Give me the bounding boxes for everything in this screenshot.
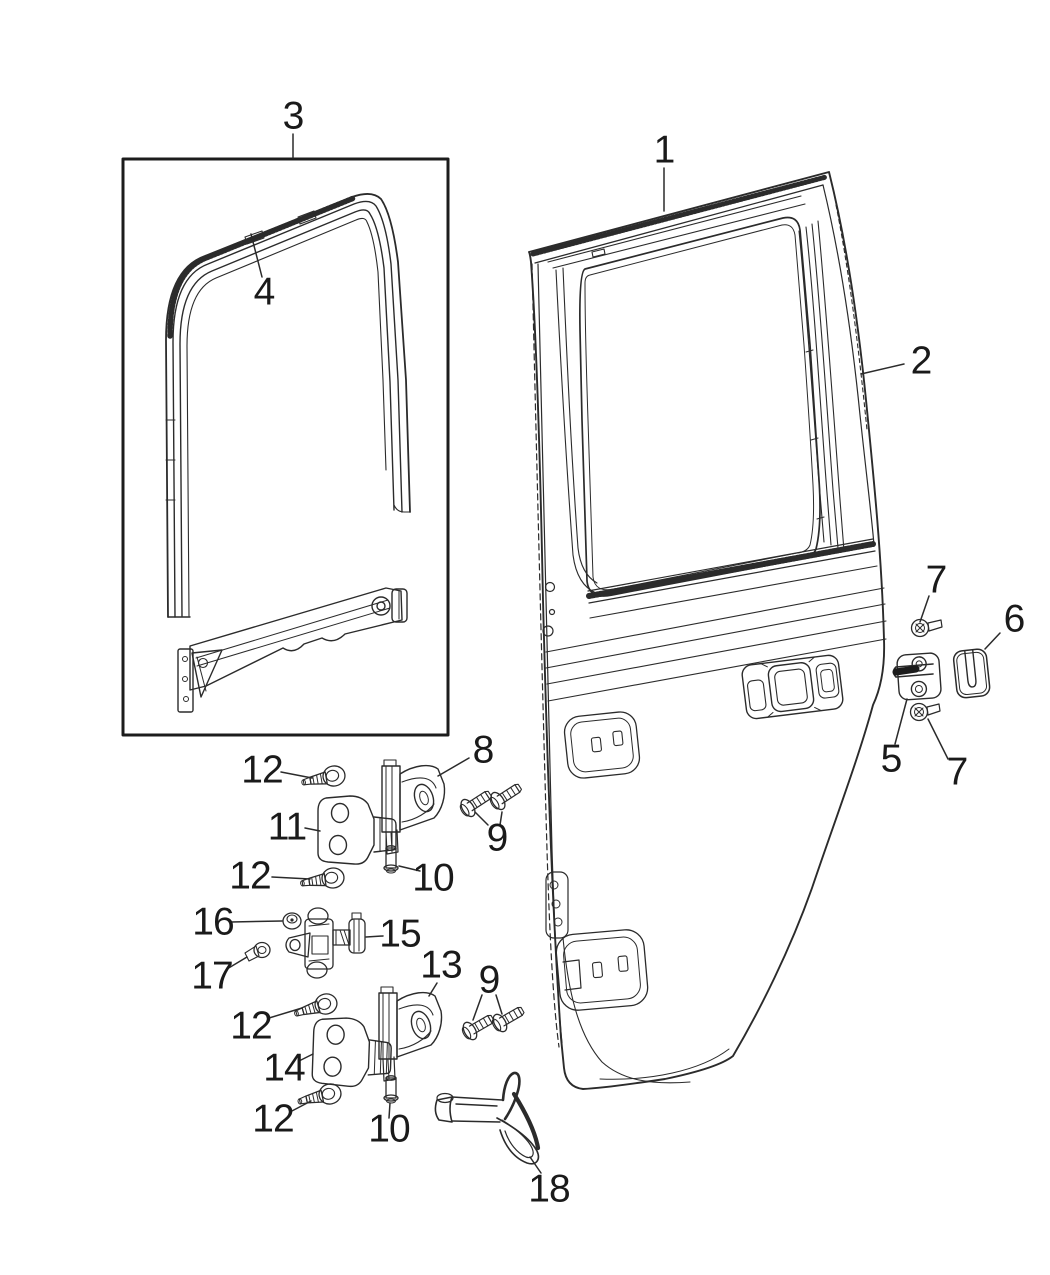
callout-5-striker[interactable]: 5 [880, 737, 903, 781]
callout-18-check-strap[interactable]: 18 [528, 1167, 570, 1211]
striker-screw-lower [909, 702, 941, 722]
callout-10-pin-lower[interactable]: 10 [368, 1107, 410, 1151]
callout-2-door-edge[interactable]: 2 [910, 339, 933, 383]
glass-run-channel [165, 193, 411, 618]
character-lines [545, 587, 887, 702]
door-check [285, 907, 366, 979]
glass-channel-bracket [177, 587, 408, 713]
door-handle-cutout [741, 654, 844, 720]
callout-9-screws-lower[interactable]: 9 [478, 958, 501, 1002]
screw-lower-1 [458, 1009, 498, 1044]
latch-striker [892, 652, 942, 701]
callout-9-screws-upper[interactable]: 9 [486, 816, 509, 860]
upper-recess [563, 711, 641, 779]
bolt-upper-1 [299, 763, 348, 793]
pin-lower [383, 1075, 399, 1104]
hinge-lower [378, 986, 443, 1082]
callout-12-bolt-4[interactable]: 12 [252, 1097, 294, 1141]
belt-line [586, 538, 878, 619]
door-hem-details [531, 263, 691, 1084]
check-nut [282, 912, 302, 930]
hinge-plate-upper [317, 795, 397, 865]
callout-16-nut[interactable]: 16 [192, 900, 234, 944]
callout-12-bolt-2[interactable]: 12 [229, 854, 271, 898]
striker-screw-upper [910, 618, 943, 638]
window-run-box [121, 157, 450, 737]
callout-12-bolt-1[interactable]: 12 [241, 748, 283, 792]
leader-lines [226, 133, 1001, 1174]
callout-4-glass-run[interactable]: 4 [253, 270, 276, 314]
screw-upper-2 [486, 778, 526, 814]
callout-14-plate-lower[interactable]: 14 [263, 1046, 305, 1090]
callout-15-door-check[interactable]: 15 [379, 912, 421, 956]
screw-upper-1 [456, 785, 496, 821]
hinge-plate-lower [311, 1016, 393, 1089]
check-strap [434, 1071, 541, 1165]
window-frame-channel [547, 195, 845, 594]
callout-12-bolt-3[interactable]: 12 [230, 1004, 272, 1048]
callout-6-bumper[interactable]: 6 [1003, 597, 1026, 641]
door-bumper [952, 648, 991, 699]
callout-7-screw-lower[interactable]: 7 [946, 750, 969, 794]
callout-3-window-run-box[interactable]: 3 [282, 94, 305, 138]
check-screw [244, 941, 271, 962]
callout-11-plate-upper[interactable]: 11 [267, 805, 307, 849]
pin-upper [383, 845, 399, 874]
screw-lower-2 [488, 1001, 528, 1036]
callout-7-screw-upper[interactable]: 7 [925, 558, 948, 602]
window-opening [579, 216, 821, 597]
bolt-lower-1 [291, 990, 340, 1024]
callout-10-pin-upper[interactable]: 10 [412, 856, 454, 900]
callout-13-hinge-lower[interactable]: 13 [420, 943, 462, 987]
callout-17-screw[interactable]: 17 [191, 954, 233, 998]
callout-8-hinge-upper[interactable]: 8 [472, 728, 495, 772]
hinge-upper [381, 759, 446, 855]
callout-1-door-panel[interactable]: 1 [653, 128, 676, 172]
lower-recess [555, 929, 649, 1011]
door-shell [528, 171, 886, 1090]
